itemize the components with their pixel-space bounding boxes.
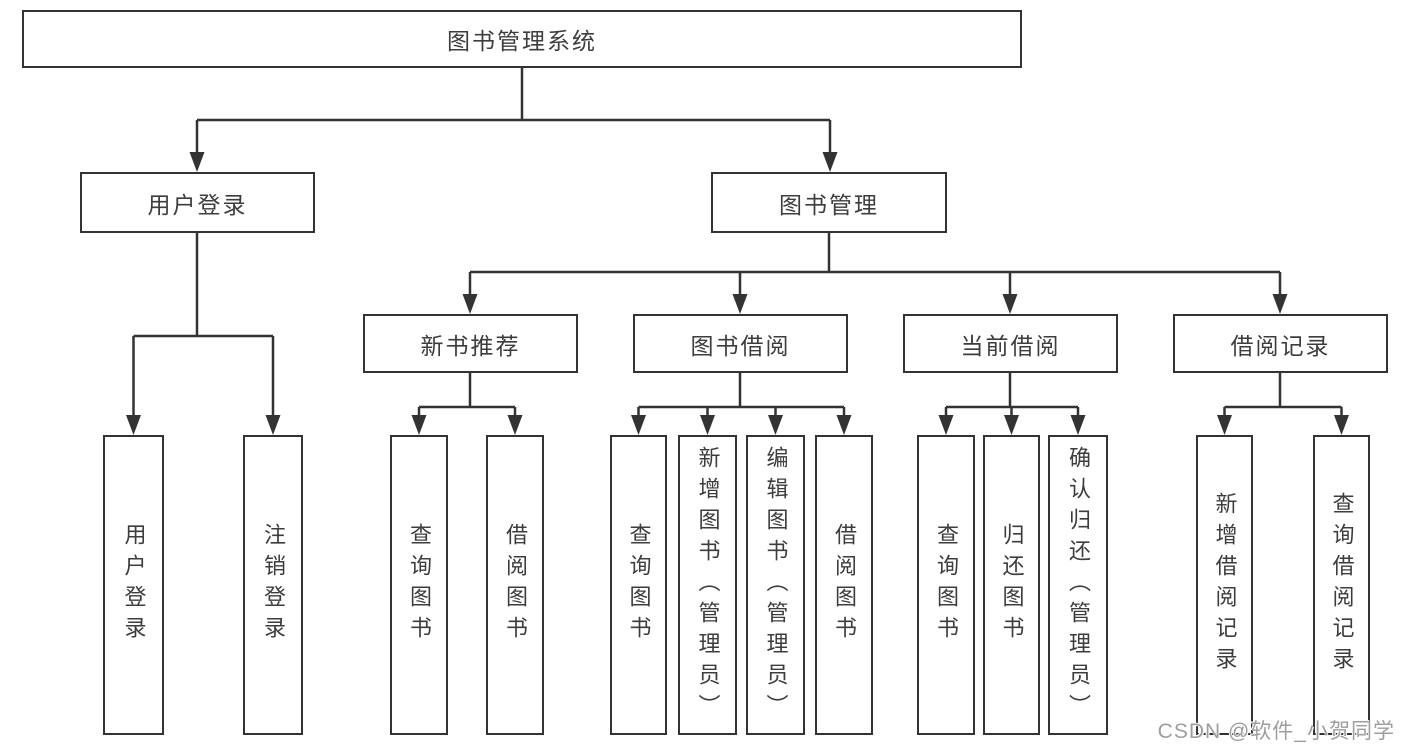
leaf-query-books-1: 查询图书 — [390, 435, 448, 735]
leaf-label: 归还图书 — [999, 523, 1025, 647]
leaf-label: 新增借阅记录 — [1212, 492, 1238, 678]
leaf-add-books-admin: 新增图书（管理员） — [678, 435, 737, 735]
leaf-logout: 注销登录 — [243, 435, 303, 735]
leaf-label: 注销登录 — [261, 523, 286, 647]
leaf-label: 编辑图书（管理员） — [763, 445, 789, 725]
leaf-query-borrow-record: 查询借阅记录 — [1313, 435, 1370, 735]
leaf-label: 查询图书 — [626, 523, 652, 647]
leaf-query-books-2: 查询图书 — [610, 435, 667, 735]
leaf-query-books-3: 查询图书 — [917, 435, 975, 735]
leaf-label: 用户登录 — [121, 523, 147, 647]
node-borrow-records: 借阅记录 — [1173, 314, 1388, 373]
csdn-watermark: CSDN @软件_小贺同学 — [1157, 720, 1395, 743]
leaf-confirm-return-admin: 确认归还（管理员） — [1048, 435, 1108, 735]
leaf-borrow-books-1: 借阅图书 — [486, 435, 544, 735]
node-root: 图书管理系统 — [22, 10, 1022, 68]
leaf-label: 查询图书 — [407, 523, 432, 647]
leaf-label: 借阅图书 — [503, 523, 528, 647]
node-user-login: 用户登录 — [80, 172, 315, 233]
leaf-label: 借阅图书 — [832, 523, 857, 647]
leaf-return-books: 归还图书 — [983, 435, 1040, 735]
node-new-book-recommend: 新书推荐 — [363, 314, 578, 373]
leaf-label: 查询图书 — [934, 523, 959, 647]
leaf-borrow-books-2: 借阅图书 — [815, 435, 873, 735]
node-book-management: 图书管理 — [711, 172, 947, 233]
leaf-user-login: 用户登录 — [103, 435, 164, 735]
leaf-label: 查询借阅记录 — [1329, 492, 1355, 678]
node-book-borrow: 图书借阅 — [633, 314, 848, 373]
leaf-edit-books-admin: 编辑图书（管理员） — [746, 435, 805, 735]
leaf-label: 新增图书（管理员） — [695, 445, 721, 725]
leaf-add-borrow-record: 新增借阅记录 — [1196, 435, 1253, 735]
node-current-borrow: 当前借阅 — [903, 314, 1118, 373]
leaf-label: 确认归还（管理员） — [1066, 445, 1091, 725]
